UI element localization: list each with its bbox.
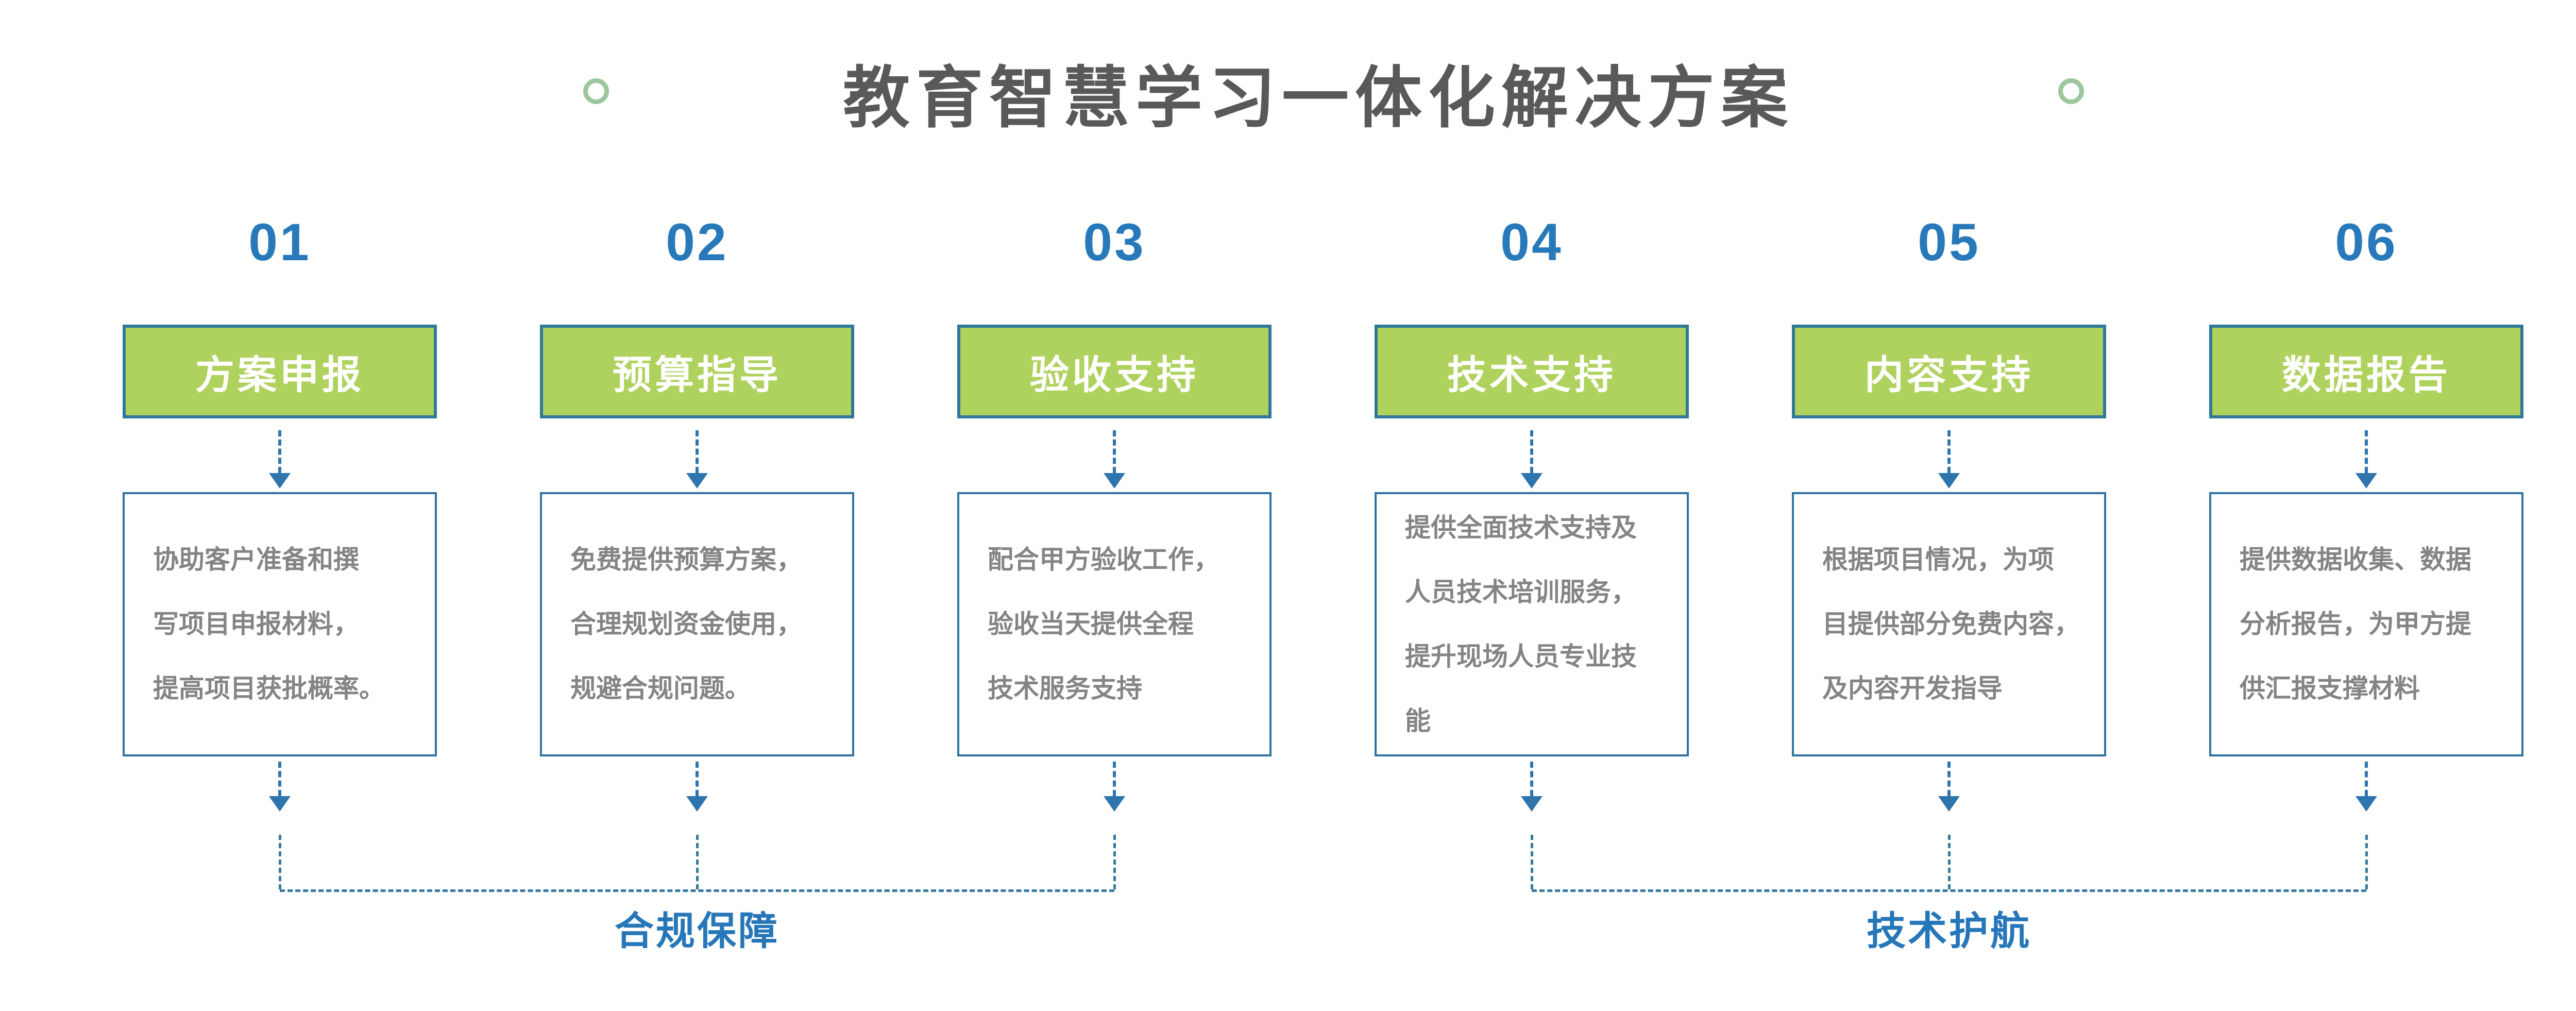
step-header-box: 技术支持: [1375, 325, 1689, 418]
group-label: 技术护航: [1867, 909, 2031, 953]
connector-line: [1531, 835, 1533, 889]
page-title: 教育智慧学习一体化解决方案: [842, 60, 1794, 136]
step-description-text: 提供全面技术支持及 人员技术培训服务， 提升现场人员专业技 能: [1405, 513, 1637, 735]
connector-line: [279, 835, 281, 889]
decorative-circle-icon: [583, 78, 609, 104]
step-description-text: 免费提供预算方案， 合理规划资金使用， 规避合规问题。: [570, 545, 802, 703]
step-description-box: 免费提供预算方案， 合理规划资金使用， 规避合规问题。: [540, 492, 854, 756]
step-column-5: 05 内容支持 根据项目情况，为项 目提供部分免费内容， 及内容开发指导: [1792, 0, 2106, 1011]
step-description-box: 根据项目情况，为项 目提供部分免费内容， 及内容开发指导: [1792, 492, 2106, 756]
step-description-text: 配合甲方验收工作， 验收当天提供全程 技术服务支持: [988, 545, 1219, 703]
step-column-3: 03 验收支持 配合甲方验收工作， 验收当天提供全程 技术服务支持: [957, 0, 1272, 1011]
step-number: 02: [666, 213, 728, 272]
connector-line: [2365, 835, 2368, 889]
step-description-box: 提供数据收集、数据 分析报告，为甲方提 供汇报支撑材料: [2209, 492, 2523, 756]
decorative-circle-icon: [2058, 78, 2084, 104]
step-number: 04: [1500, 213, 1563, 272]
step-description-box: 提供全面技术支持及 人员技术培训服务， 提升现场人员专业技 能: [1375, 492, 1689, 756]
step-header-label: 预算指导: [613, 353, 782, 397]
step-header-box: 数据报告: [2209, 325, 2523, 418]
step-column-2: 02 预算指导 免费提供预算方案， 合理规划资金使用， 规避合规问题。: [540, 0, 854, 1011]
step-number: 03: [1083, 213, 1146, 272]
step-header-box: 验收支持: [957, 325, 1272, 418]
step-header-label: 技术支持: [1447, 353, 1616, 397]
step-column-1: 01 方案申报 协助客户准备和撰 写项目申报材料， 提高项目获批概率。: [123, 0, 437, 1011]
step-header-label: 验收支持: [1030, 353, 1199, 397]
step-number: 05: [1918, 213, 1980, 272]
step-header-box: 预算指导: [540, 325, 854, 418]
step-description-box: 协助客户准备和撰 写项目申报材料， 提高项目获批概率。: [123, 492, 437, 756]
connector-line: [280, 889, 1114, 892]
group-label: 合规保障: [615, 909, 779, 953]
step-header-box: 方案申报: [123, 325, 437, 418]
step-description-text: 协助客户准备和撰 写项目申报材料， 提高项目获批概率。: [153, 545, 385, 703]
step-header-label: 内容支持: [1865, 353, 2033, 397]
connector-line: [1948, 835, 1951, 889]
connector-line: [1113, 835, 1116, 889]
connector-line: [696, 835, 699, 889]
step-description-text: 根据项目情况，为项 目提供部分免费内容， 及内容开发指导: [1822, 545, 2080, 703]
step-header-box: 内容支持: [1792, 325, 2106, 418]
step-number: 06: [2335, 213, 2398, 272]
connector-line: [1532, 889, 2366, 892]
step-header-label: 方案申报: [195, 353, 364, 397]
step-column-4: 04 技术支持 提供全面技术支持及 人员技术培训服务， 提升现场人员专业技 能: [1375, 0, 1689, 1011]
step-column-6: 06 数据报告 提供数据收集、数据 分析报告，为甲方提 供汇报支撑材料: [2209, 0, 2523, 1011]
step-description-box: 配合甲方验收工作， 验收当天提供全程 技术服务支持: [957, 492, 1272, 756]
step-description-text: 提供数据收集、数据 分析报告，为甲方提 供汇报支撑材料: [2240, 545, 2471, 703]
step-number: 01: [248, 213, 311, 272]
step-header-label: 数据报告: [2282, 353, 2451, 397]
